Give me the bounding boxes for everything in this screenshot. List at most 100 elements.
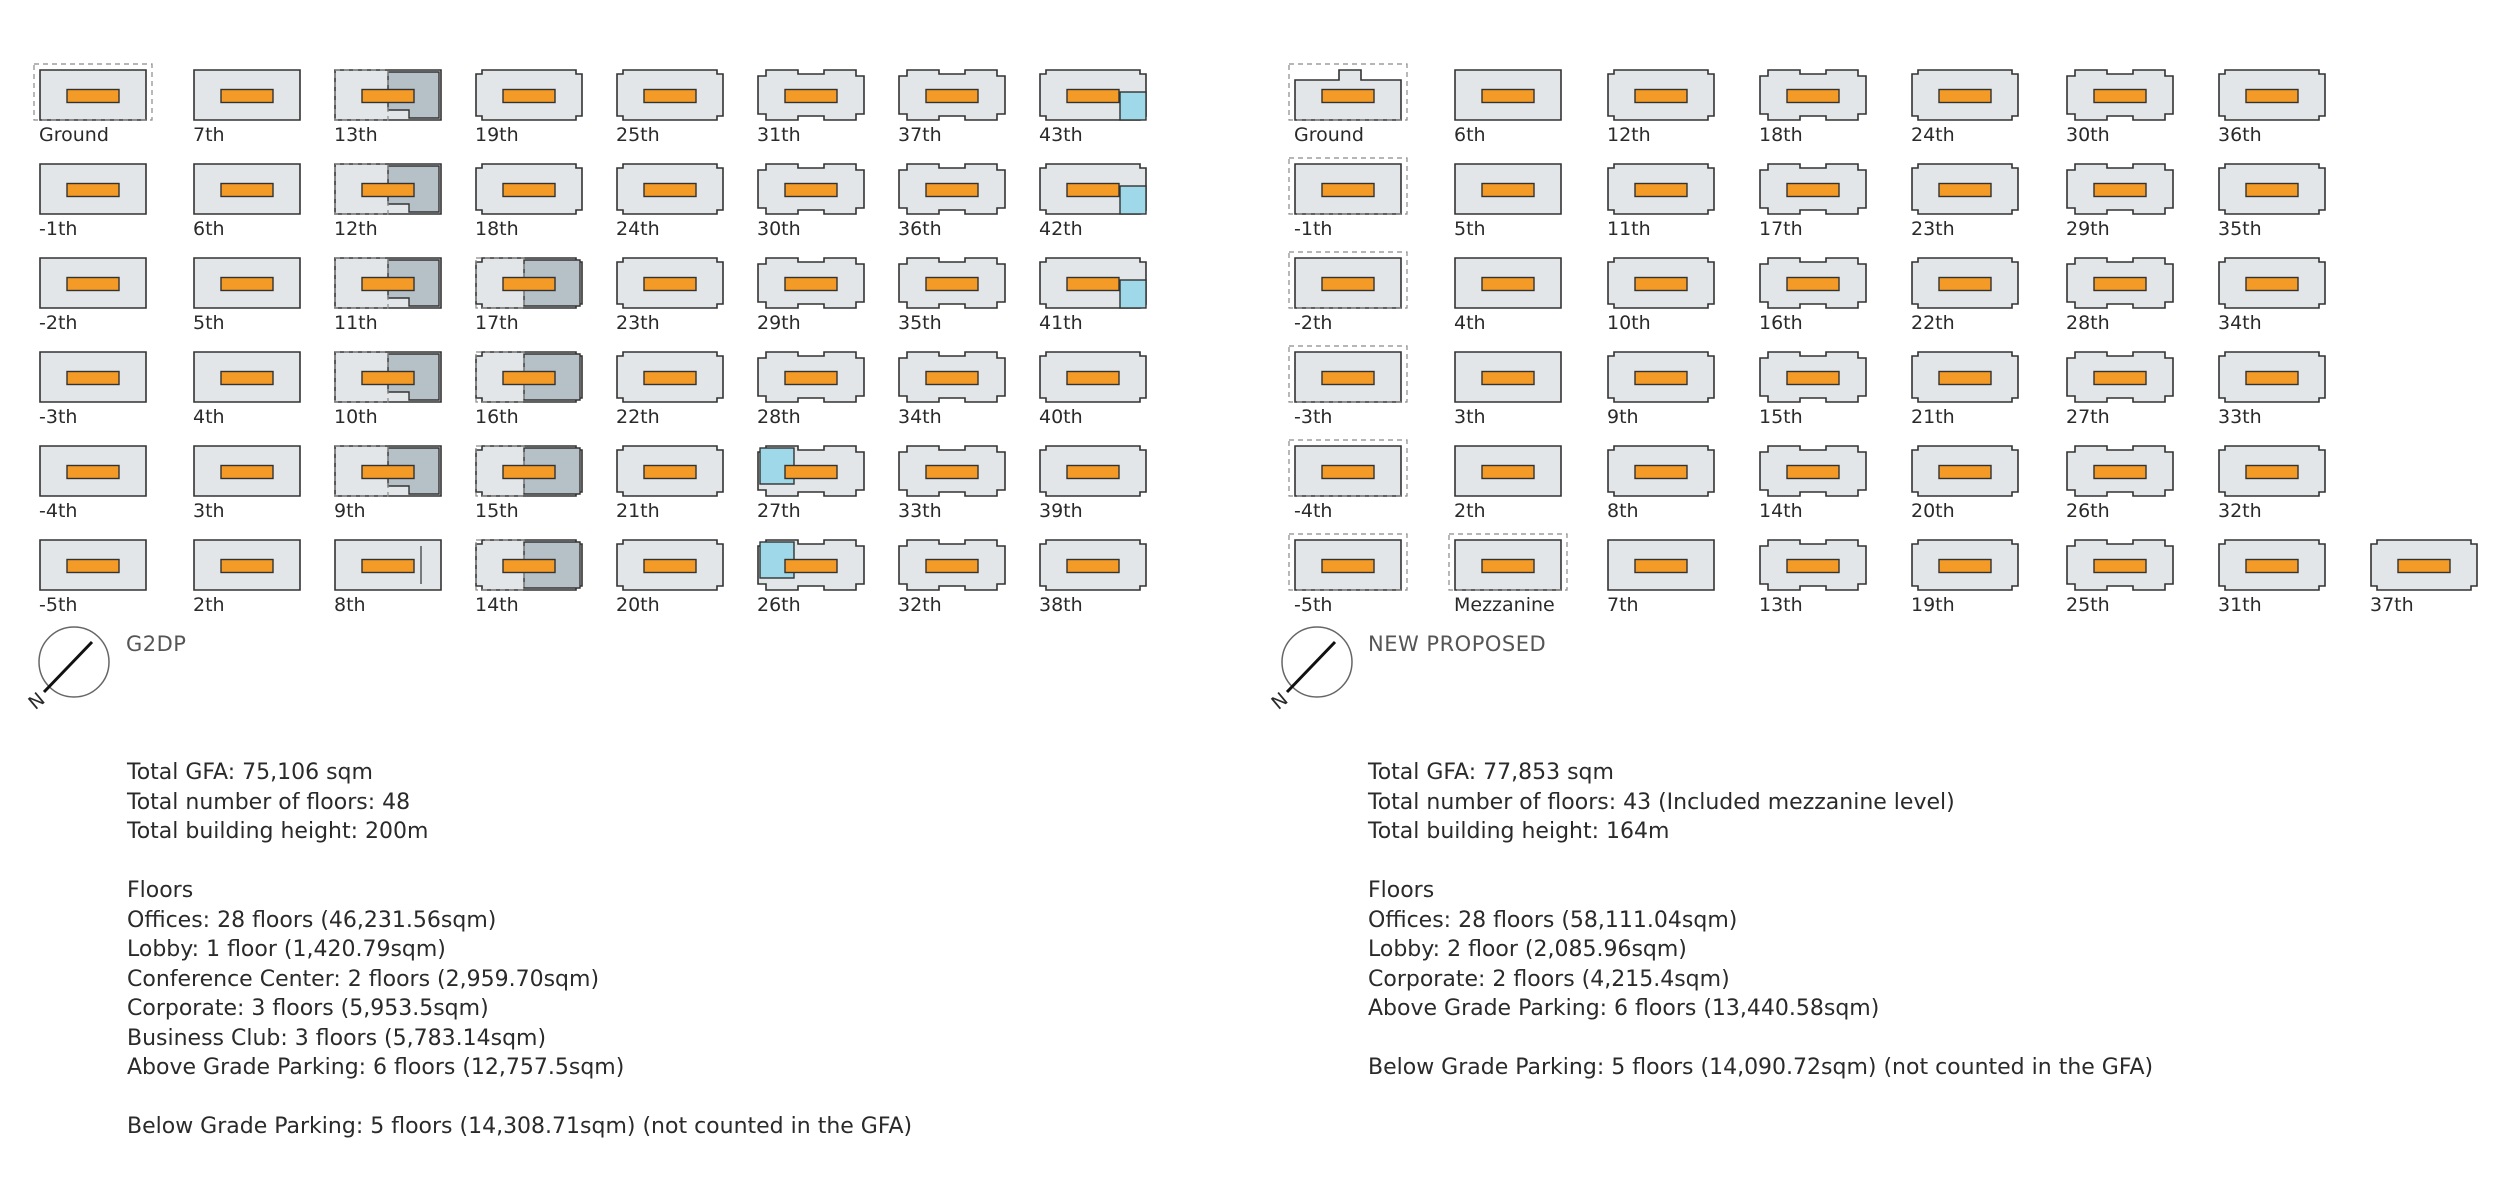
core-block <box>1321 276 1375 292</box>
floor-label: 27th <box>2066 406 2110 428</box>
core-block <box>1481 558 1535 574</box>
core-block <box>1481 88 1535 104</box>
core-block <box>1938 276 1992 292</box>
core-block <box>502 276 556 292</box>
core-block <box>66 370 120 386</box>
core-block <box>1634 558 1688 574</box>
g2dp-title: G2DP <box>126 632 186 656</box>
right-floor-plan: 37th <box>2370 539 2478 616</box>
floor-label: 32th <box>898 594 942 616</box>
g2dp-total-gfa: Total GFA: 75,106 sqm <box>127 760 373 785</box>
floor-label: 32th <box>2218 500 2262 522</box>
floor-label: 8th <box>334 594 366 616</box>
floor-label: 25th <box>616 124 660 146</box>
floor-label: 15th <box>1759 406 1803 428</box>
right-floor-plan: 34th <box>2218 257 2326 334</box>
floor-label: 7th <box>193 124 225 146</box>
floor-label: 26th <box>2066 500 2110 522</box>
left-floor-plan: 8th <box>334 539 442 616</box>
right-floor-plan: 29th <box>2066 163 2174 240</box>
floor-label: 37th <box>898 124 942 146</box>
proposed-title: NEW PROPOSED <box>1368 632 1546 656</box>
core-block <box>784 182 838 198</box>
core-block <box>220 182 274 198</box>
left-floor-plan: 32th <box>898 539 1006 616</box>
proposed-total-height: Total building height: 164m <box>1368 819 1670 844</box>
right-floor-plan: Ground <box>1288 63 1408 146</box>
core-block <box>1634 88 1688 104</box>
left-floor-plan: 26th <box>757 539 865 616</box>
core-block <box>784 88 838 104</box>
right-floor-plan: 15th <box>1759 351 1867 428</box>
core-block <box>1321 88 1375 104</box>
left-floor-plan: 15th <box>475 445 583 522</box>
core-block <box>1321 464 1375 480</box>
floor-label: 3th <box>193 500 225 522</box>
floor-label: 14th <box>1759 500 1803 522</box>
core-block <box>2397 558 2451 574</box>
floor-label: 5th <box>1454 218 1486 240</box>
right-floor-plan: 35th <box>2218 163 2326 240</box>
left-floor-plan: 29th <box>757 257 865 334</box>
right-floor-plan: 25th <box>2066 539 2174 616</box>
proposed-corporate: Corporate: 2 floors (4,215.4sqm) <box>1368 966 1730 992</box>
right-floor-plan: Mezzanine <box>1448 533 1568 616</box>
floor-label: 29th <box>757 312 801 334</box>
floor-label: 14th <box>475 594 519 616</box>
floor-label: 11th <box>1607 218 1651 240</box>
floor-label: 22th <box>616 406 660 428</box>
core-block <box>502 464 556 480</box>
floor-label: 36th <box>898 218 942 240</box>
floor-label: 4th <box>1454 312 1486 334</box>
left-floor-plan: 12th <box>334 163 442 240</box>
right-floor-plan: 4th <box>1454 257 1562 334</box>
left-floor-plan: 9th <box>334 445 442 522</box>
core-block <box>643 370 697 386</box>
core-block <box>1634 370 1688 386</box>
left-floor-plan: 2th <box>193 539 301 616</box>
core-block <box>1938 88 1992 104</box>
left-floor-plan: -5th <box>39 539 147 616</box>
left-floor-plan: 17th <box>475 257 583 334</box>
core-block <box>1634 182 1688 198</box>
core-block <box>66 464 120 480</box>
floor-label: -3th <box>1294 406 1332 428</box>
floor-label: 12th <box>334 218 378 240</box>
floor-label: 38th <box>1039 594 1083 616</box>
left-floor-plan: 41th <box>1039 257 1147 334</box>
core-block <box>784 276 838 292</box>
core-block <box>1786 464 1840 480</box>
left-floor-plan: 11th <box>334 257 442 334</box>
right-floor-plan: 26th <box>2066 445 2174 522</box>
floor-label: 35th <box>898 312 942 334</box>
floor-label: -5th <box>39 594 77 616</box>
floor-label: 18th <box>475 218 519 240</box>
floor-label: 18th <box>1759 124 1803 146</box>
right-floor-plan: 9th <box>1607 351 1715 428</box>
core-block <box>2093 370 2147 386</box>
proposed-offices: Offices: 28 floors (58,111.04sqm) <box>1368 907 1738 933</box>
left-floor-plan: 6th <box>193 163 301 240</box>
g2dp-stats: Total GFA: 75,106 sqm Total number of fl… <box>127 758 912 1142</box>
floor-label: 23th <box>616 312 660 334</box>
left-floor-plan: 18th <box>475 163 583 240</box>
left-floor-plan: 35th <box>898 257 1006 334</box>
floor-label: 28th <box>2066 312 2110 334</box>
floor-label: 21th <box>1911 406 1955 428</box>
floor-label: -1th <box>1294 218 1332 240</box>
core-block <box>1786 182 1840 198</box>
floor-label: 22th <box>1911 312 1955 334</box>
right-floor-plan: 33th <box>2218 351 2326 428</box>
left-floor-plan: 38th <box>1039 539 1147 616</box>
core-block <box>2093 88 2147 104</box>
core-block <box>1066 276 1120 292</box>
core-block <box>2093 182 2147 198</box>
core-block <box>1786 558 1840 574</box>
floor-label: 30th <box>757 218 801 240</box>
left-floor-plan: 36th <box>898 163 1006 240</box>
core-block <box>1481 276 1535 292</box>
left-floor-plan: 3th <box>193 445 301 522</box>
g2dp-corporate: Corporate: 3 floors (5,953.5sqm) <box>127 996 489 1021</box>
g2dp-conference: Conference Center: 2 floors (2,959.70sqm… <box>127 966 600 992</box>
core-block <box>220 464 274 480</box>
